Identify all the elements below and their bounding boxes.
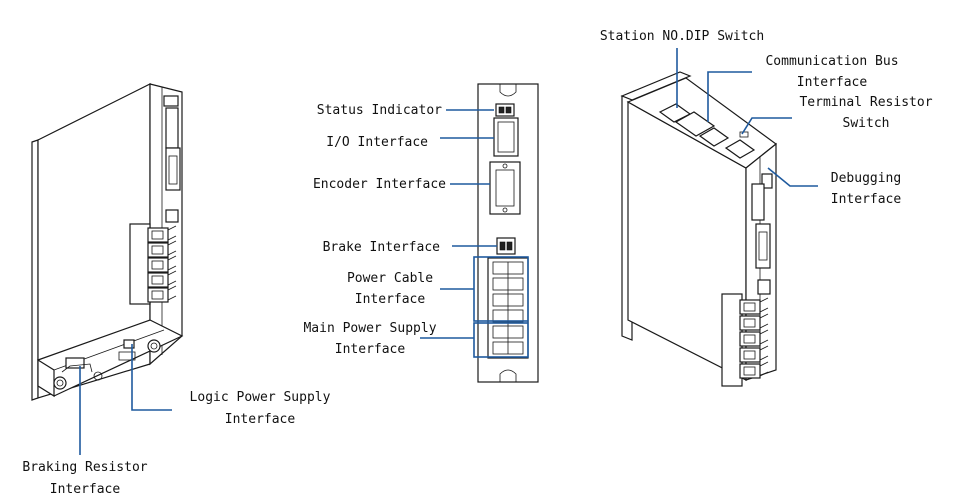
label-logic-power-line1: Logic Power Supply [190,390,331,405]
label-station-dip-switch: Station NO.DIP Switch [600,29,764,44]
front-terminals [492,261,524,355]
label-status-indicator: Status Indicator [317,103,442,118]
middle-drive-front-panel [420,83,539,383]
label-io-interface: I/O Interface [326,135,428,150]
label-main-power-line1: Main Power Supply [303,321,436,336]
label-power-cable-line1: Power Cable [347,271,433,286]
label-braking-resistor-line2: Interface [50,482,121,497]
label-encoder-interface: Encoder Interface [313,177,446,192]
label-comm-bus-line1: Communication Bus [765,54,898,69]
label-terminal-resistor-line2: Switch [843,116,890,131]
label-power-cable-line2: Interface [355,292,426,307]
label-comm-bus-line2: Interface [797,75,868,90]
left-drive-rear-view [31,83,184,455]
label-braking-resistor-line1: Braking Resistor [22,460,147,475]
callout-labels: Status Indicator I/O Interface Encoder I… [22,29,932,497]
label-logic-power-line2: Interface [225,412,296,427]
right-drive-iso-view [620,48,818,387]
label-terminal-resistor-line1: Terminal Resistor [799,95,932,110]
label-brake-interface: Brake Interface [323,240,441,255]
label-debugging-line1: Debugging [831,171,901,186]
label-main-power-line2: Interface [335,342,406,357]
label-debugging-line2: Interface [831,192,902,207]
